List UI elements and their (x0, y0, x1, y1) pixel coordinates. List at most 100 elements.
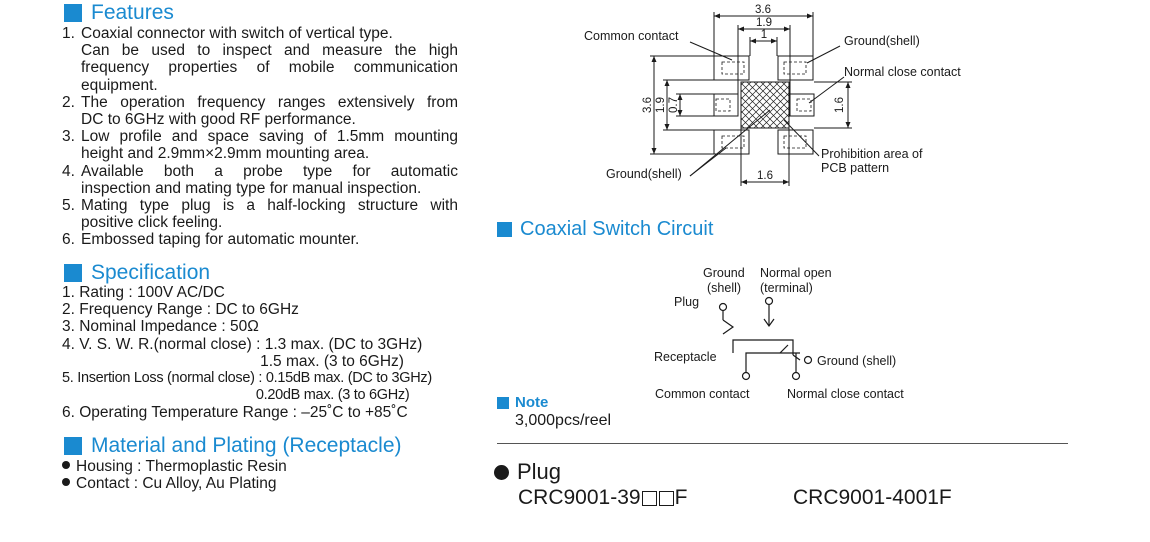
features-title: Features (91, 1, 174, 24)
label-normal-close-contact: Normal close contact (844, 65, 961, 79)
heading-square-icon (64, 4, 82, 22)
material-heading: Material and Plating (Receptacle) (64, 434, 402, 458)
feature-line: Coaxial connector with switch of vertica… (81, 25, 393, 42)
spec-row: 0.20dB max. (3 to 6GHz) (62, 387, 410, 404)
note-body: 3,000pcs/reel (515, 412, 612, 429)
feature-item: 1. Coaxial connector with switch of vert… (62, 25, 458, 94)
spec-row: 6. Operating Temperature Range : –25˚C t… (62, 404, 408, 422)
feature-line: DC to 6GHz with good RF performance. (81, 111, 356, 129)
part-suffix: F (674, 486, 688, 509)
dim-left-outer: 3.6 (642, 97, 654, 113)
pad (713, 129, 750, 155)
label-ground-shell-top: Ground(shell) (844, 34, 920, 48)
spec-row: 3. Nominal Impedance : 50Ω (62, 318, 259, 336)
dim-left-inner: 0.7 (668, 97, 680, 113)
label-prohibition-1: Prohibition area of (821, 147, 923, 161)
switch-circuit-heading: Coaxial Switch Circuit (497, 218, 713, 241)
note-square-icon (497, 396, 509, 409)
feature-line: Can be used to inspect and measure the h… (81, 42, 458, 60)
feature-line: Embossed taping for automatic mounter. (81, 231, 360, 249)
label-common-contact-circuit: Common contact (655, 387, 750, 401)
plug-part-number-1: CRC9001-39 F (518, 486, 687, 510)
spec-row: 2. Frequency Range : DC to 6GHz (62, 301, 299, 319)
pad (713, 93, 739, 117)
feature-item: 6. Embossed taping for automatic mounter… (62, 231, 458, 248)
heading-square-icon (64, 437, 82, 455)
feature-item: 3. Low profile and space saving of 1.5mm… (62, 128, 458, 162)
item-number: 5. (62, 197, 75, 215)
specification-list: 1. Rating : 100V AC/DC 2. Frequency Rang… (62, 284, 432, 422)
feature-item: 4. Available both a probe type for autom… (62, 163, 458, 197)
specification-heading: Specification (64, 261, 210, 285)
pcb-pattern-diagram: 3.6 1.9 1 3.6 1.9 0.7 1.6 1.6 Common con… (584, 4, 961, 186)
label-terminal: (terminal) (760, 281, 813, 295)
item-number: 3. (62, 128, 75, 146)
label-plug: Plug (674, 295, 699, 309)
label-normal-close-contact-circuit: Normal close contact (787, 387, 904, 401)
feature-line: equipment. (81, 76, 158, 94)
feature-line: inspection and mating type for manual in… (81, 179, 422, 197)
dim-top-inner: 1 (761, 29, 767, 41)
part-number: CRC9001-4001F (793, 486, 952, 509)
label-normal-open: Normal open (760, 266, 832, 280)
dim-right: 1.6 (834, 97, 846, 113)
divider (497, 443, 1068, 444)
plug-part-number-2: CRC9001-4001F (793, 486, 952, 510)
heading-square-icon (64, 264, 82, 282)
switch-circuit-diagram: Ground (shell) Normal open (terminal) Pl… (654, 266, 904, 401)
bullet-icon (494, 464, 509, 480)
label-ground-shell-right: Ground (shell) (817, 354, 896, 368)
plug-heading: Plug (494, 459, 561, 485)
label-common-contact: Common contact (584, 29, 679, 43)
bullet-icon (62, 478, 70, 486)
material-item-text: Housing : Thermoplastic Resin (76, 458, 287, 475)
dim-top-mid: 1.9 (756, 17, 772, 29)
dim-top-outer: 3.6 (755, 4, 771, 16)
prohibition-area (740, 81, 790, 129)
spec-row: 1.5 max. (3 to 6GHz) (62, 352, 404, 370)
material-item: Contact : Cu Alloy, Au Plating (62, 475, 287, 492)
feature-line: Low profile and space saving of 1.5mm mo… (81, 128, 458, 146)
heading-square-icon (497, 222, 512, 237)
material-list: Housing : Thermoplastic Resin Contact : … (62, 458, 287, 492)
feature-line: Mating type plug is a half-locking struc… (81, 197, 458, 215)
material-title: Material and Plating (Receptacle) (91, 434, 402, 457)
spec-row: 5. Insertion Loss (normal close) : 0.15d… (62, 370, 432, 387)
part-prefix: CRC9001-39 (518, 486, 641, 509)
feature-line: height and 2.9mm×2.9mm mounting area. (81, 145, 370, 163)
bullet-icon (62, 461, 70, 469)
note-title: Note (515, 394, 549, 411)
switch-circuit-title: Coaxial Switch Circuit (520, 218, 714, 240)
item-number: 4. (62, 162, 75, 180)
item-number: 6. (62, 231, 75, 249)
material-item-text: Contact : Cu Alloy, Au Plating (76, 475, 277, 492)
dim-bottom: 1.6 (757, 170, 773, 182)
label-ground-shell-bottom: Ground(shell) (606, 167, 682, 181)
feature-item: 5. Mating type plug is a half-locking st… (62, 197, 458, 231)
label-receptacle: Receptacle (654, 350, 717, 364)
feature-line: Available both a probe type for automati… (81, 162, 458, 180)
label-shell: (shell) (707, 281, 741, 295)
spec-row: 1. Rating : 100V AC/DC (62, 284, 225, 301)
blank-box-icon (641, 490, 657, 506)
feature-line: The operation frequency ranges extensive… (81, 93, 458, 111)
dim-left-mid: 1.9 (655, 97, 667, 113)
item-number: 2. (62, 93, 75, 111)
feature-item: 2. The operation frequency ranges extens… (62, 94, 458, 128)
pad (777, 129, 814, 155)
features-list: 1. Coaxial connector with switch of vert… (62, 25, 458, 249)
blank-box-icon (658, 490, 674, 506)
feature-line: positive click feeling. (81, 214, 223, 232)
label-prohibition-2: PCB pattern (821, 161, 889, 175)
label-ground: Ground (703, 266, 745, 280)
plug-title: Plug (517, 459, 562, 484)
item-number: 1. (62, 25, 75, 42)
pad (789, 93, 815, 117)
note-heading: Note (497, 394, 548, 411)
material-item: Housing : Thermoplastic Resin (62, 458, 287, 475)
spec-row: 4. V. S. W. R.(normal close) : 1.3 max. … (62, 335, 423, 353)
pad (777, 55, 814, 81)
feature-line: frequency properties of mobile communica… (81, 59, 458, 77)
features-heading: Features (64, 1, 174, 25)
specification-title: Specification (91, 261, 211, 284)
